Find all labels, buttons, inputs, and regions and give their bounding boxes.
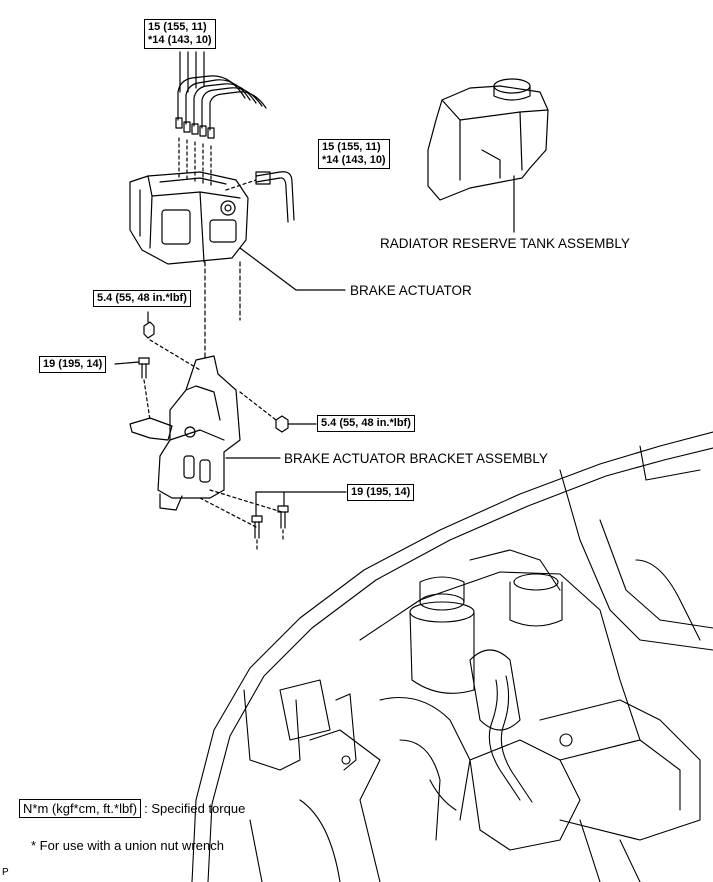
torque-value-alt: *14 (143, 10)	[148, 34, 212, 46]
bracket-nut-upper	[143, 311, 201, 371]
brake-actuator-leader	[239, 247, 297, 291]
legend-torque: N*m (kgf*cm, ft.*lbf): Specified torque	[19, 799, 246, 818]
torque-spec-nut-upper: 5.4 (55, 48 in.*lbf)	[93, 290, 191, 307]
engine-bay-illustration	[191, 431, 713, 882]
torque-spec-bolt-left: 19 (195, 14)	[39, 356, 107, 373]
brake-actuator-illustration	[129, 171, 249, 265]
torque-spec-bolts-lower: 19 (195, 14)	[347, 484, 415, 501]
torque-value: 19 (195, 14)	[43, 358, 103, 370]
bracket-bolt-left	[114, 357, 151, 421]
legend-note: * For use with a union nut wrench	[31, 838, 224, 853]
label-brake-actuator: BRAKE ACTUATOR	[350, 283, 472, 298]
legend-torque-unit: N*m (kgf*cm, ft.*lbf)	[19, 799, 142, 818]
torque-value: 5.4 (55, 48 in.*lbf)	[97, 292, 187, 304]
torque-value: 15 (155, 11)	[148, 21, 207, 33]
label-bracket-assembly: BRAKE ACTUATOR BRACKET ASSEMBLY	[284, 451, 548, 466]
bracket-bolts-lower	[251, 491, 347, 551]
figure-code: P	[2, 867, 9, 878]
side-brake-line	[225, 171, 295, 223]
torque-value: 19 (195, 14)	[351, 486, 411, 498]
torque-spec-brake-lines-top: 15 (155, 11) *14 (143, 10)	[144, 19, 216, 49]
brake-lines	[175, 51, 267, 189]
label-reserve-tank: RADIATOR RESERVE TANK ASSEMBLY	[380, 236, 630, 251]
reserve-tank-illustration	[427, 78, 549, 201]
legend-torque-desc: : Specified torque	[144, 801, 246, 816]
bracket-nut-right	[239, 391, 317, 433]
bracket-assembly-illustration	[129, 355, 283, 529]
torque-value: 5.4 (55, 48 in.*lbf)	[321, 417, 411, 429]
torque-value-alt: *14 (143, 10)	[322, 154, 386, 166]
torque-spec-nut-right: 5.4 (55, 48 in.*lbf)	[317, 415, 415, 432]
torque-spec-brake-line-side: 15 (155, 11) *14 (143, 10)	[318, 139, 390, 169]
torque-value: 15 (155, 11)	[322, 141, 381, 153]
